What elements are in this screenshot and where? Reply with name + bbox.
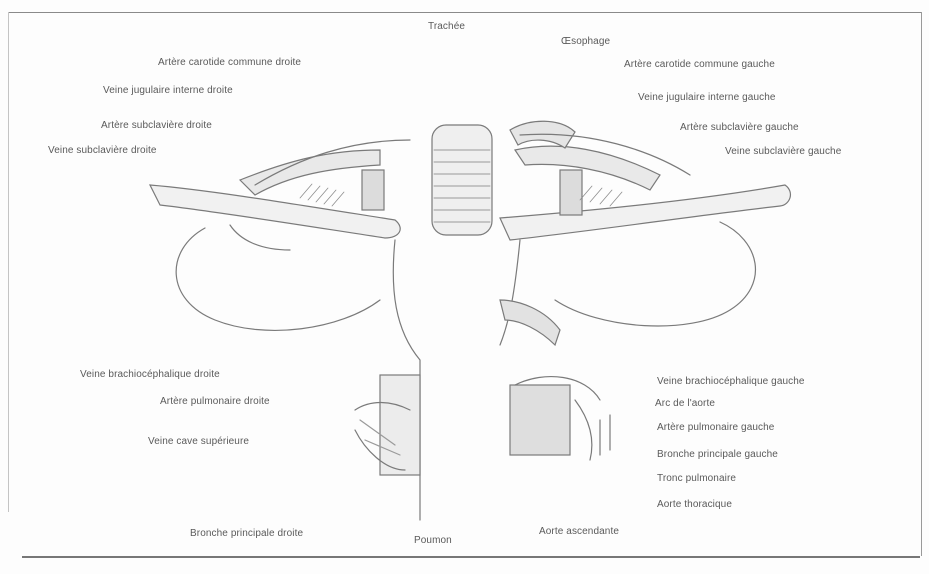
right-subclavian-artery-shape <box>240 150 380 195</box>
label-left-brachiocephalic-vein: Veine brachiocéphalique gauche <box>657 376 805 388</box>
left-subclavian-vein-shape <box>500 185 790 240</box>
left-subclavian-artery-shape <box>515 146 660 190</box>
label-trachea: Trachée <box>428 21 465 33</box>
label-superior-vena-cava: Veine cave supérieure <box>148 436 249 448</box>
label-right-internal-jugular-vein: Veine jugulaire interne droite <box>103 85 233 97</box>
label-ascending-aorta: Aorte ascendante <box>539 526 619 538</box>
label-lung: Poumon <box>414 535 452 547</box>
left-pleura-outline <box>555 222 755 326</box>
pulmonary-trunk-shape <box>510 385 570 455</box>
arch-aorta-shape <box>500 300 560 345</box>
label-thoracic-aorta: Aorte thoracique <box>657 499 732 511</box>
label-left-subclavian-vein: Veine subclavière gauche <box>725 146 841 158</box>
label-left-common-carotid-artery: Artère carotide commune gauche <box>624 59 775 71</box>
label-right-common-carotid-artery: Artère carotide commune droite <box>158 57 301 69</box>
label-pulmonary-trunk: Tronc pulmonaire <box>657 473 736 485</box>
trachea-shape <box>432 125 492 235</box>
right-pleura-outline <box>176 228 380 330</box>
left-carotid-column <box>560 170 582 215</box>
label-left-internal-jugular-vein: Veine jugulaire interne gauche <box>638 92 776 104</box>
superior-vena-cava-shape <box>380 375 420 475</box>
label-oesophagus: Œsophage <box>561 36 610 48</box>
right-curve-inner <box>230 225 290 250</box>
label-left-main-bronchus: Bronche principale gauche <box>657 449 778 461</box>
label-left-pulmonary-artery: Artère pulmonaire gauche <box>657 422 774 434</box>
label-right-pulmonary-artery: Artère pulmonaire droite <box>160 396 270 408</box>
label-right-subclavian-vein: Veine subclavière droite <box>48 145 157 157</box>
label-left-subclavian-artery: Artère subclavière gauche <box>680 122 799 134</box>
left-bronchus-curve <box>575 400 592 460</box>
label-right-subclavian-artery: Artère subclavière droite <box>101 120 212 132</box>
right-carotid-column <box>362 170 384 210</box>
label-right-brachiocephalic-vein: Veine brachiocéphalique droite <box>80 369 220 381</box>
label-right-main-bronchus: Bronche principale droite <box>190 528 303 540</box>
label-aortic-arch: Arc de l'aorte <box>655 398 715 410</box>
